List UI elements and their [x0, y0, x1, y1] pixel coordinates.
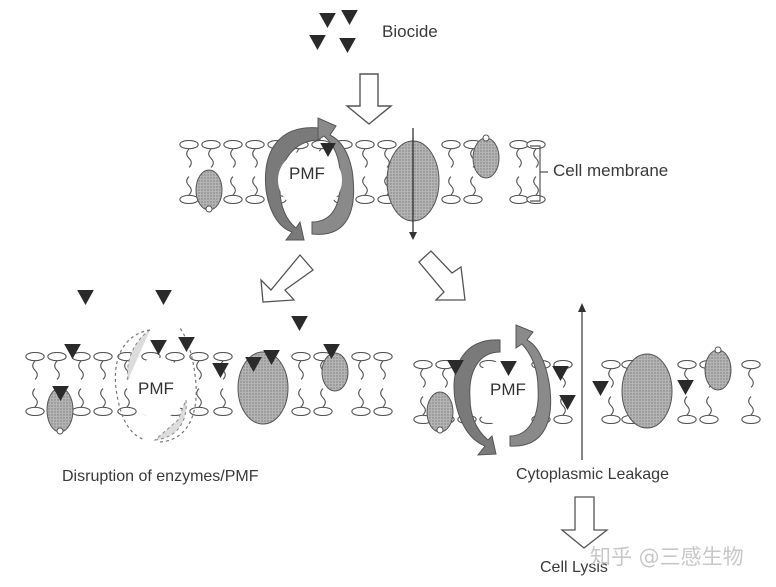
- lipid-molecule: [245, 140, 265, 204]
- protein: [195, 169, 223, 211]
- lipid-molecule: [71, 352, 91, 416]
- biocide-icon: [339, 38, 356, 53]
- cytoplasmic-leakage-label: Cytoplasmic Leakage: [516, 466, 669, 483]
- right-branch-arrow-icon: [418, 250, 466, 301]
- disruption-label: Disruption of enzymes/PMF: [62, 468, 259, 485]
- watermark: 知乎 @三感生物: [590, 545, 744, 569]
- down-arrow-icon: [345, 73, 393, 125]
- biocide-icon: [341, 10, 358, 25]
- cell-lysis-label: Cell Lysis: [540, 559, 608, 576]
- biocide-icon: [319, 13, 336, 28]
- lipid-molecule: [355, 140, 375, 204]
- lipid-molecule: [93, 352, 113, 416]
- pmf-cycle-disrupted: [114, 327, 197, 443]
- lysis-arrow-icon: [560, 496, 609, 549]
- lipid-molecule: [741, 360, 761, 424]
- lipid-molecule: [213, 352, 233, 416]
- protein: [704, 349, 732, 391]
- lipid-molecule: [441, 140, 461, 204]
- membrane-bracket: [530, 145, 548, 202]
- lipid-molecule: [351, 352, 371, 416]
- biocide-icon: [309, 35, 326, 50]
- lipid-molecule: [291, 352, 311, 416]
- protein: [237, 351, 289, 425]
- pmf-label-disrupted: PMF: [138, 379, 174, 398]
- lipid-molecule: [509, 140, 529, 204]
- pmf-cycle-top: [264, 117, 355, 241]
- pmf-label-right: PMF: [490, 380, 526, 399]
- pmf-label-top: PMF: [289, 164, 325, 183]
- biocide-molecules: [309, 10, 358, 53]
- protein: [321, 352, 349, 392]
- lipid-molecule: [179, 140, 199, 204]
- lipid-molecule: [373, 352, 393, 416]
- protein: [426, 391, 454, 433]
- leakage-arrow: [578, 303, 586, 460]
- biocide-label: Biocide: [382, 22, 438, 41]
- protein: [621, 353, 673, 429]
- lipid-molecule: [25, 352, 45, 416]
- cell-membrane-label: Cell membrane: [553, 161, 669, 180]
- biocide-molecules-left: [52, 290, 340, 401]
- lipid-molecule: [223, 140, 243, 204]
- protein: [472, 137, 500, 179]
- left-branch-arrow-icon: [260, 253, 314, 303]
- lipid-molecule: [601, 360, 621, 424]
- protein-channel: [386, 128, 440, 240]
